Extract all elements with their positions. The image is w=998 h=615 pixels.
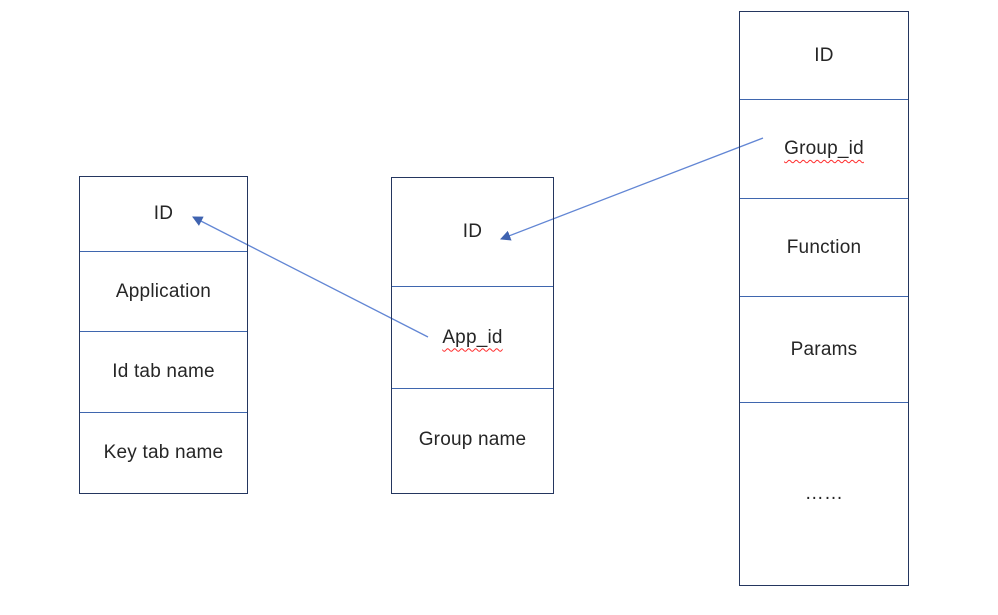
table-cell-id: ID xyxy=(392,178,553,286)
table-function: ID Group_id Function Params …… xyxy=(739,11,909,586)
table-cell-params: Params xyxy=(740,296,908,402)
cell-label: ID xyxy=(462,221,483,242)
table-cell-group-id: Group_id xyxy=(740,99,908,198)
cell-label: ID xyxy=(153,203,174,224)
table-application: ID Application Id tab name Key tab name xyxy=(79,176,248,494)
cell-label: Params xyxy=(790,338,858,360)
table-cell-id: ID xyxy=(80,177,247,251)
table-cell-id-tab-name: Id tab name xyxy=(80,331,247,412)
cell-label: Group name xyxy=(418,428,527,450)
cell-label: …… xyxy=(804,482,844,504)
cell-label: Key tab name xyxy=(103,441,224,463)
table-cell-app-id: App_id xyxy=(392,286,553,388)
cell-label: Id tab name xyxy=(112,361,215,382)
table-group: ID App_id Group name xyxy=(391,177,554,494)
table-cell-key-tab-name: Key tab name xyxy=(80,412,247,492)
table-cell-group-name: Group name xyxy=(392,388,553,490)
cell-label: Function xyxy=(786,236,862,258)
table-cell-application: Application xyxy=(80,251,247,331)
table-cell-id: ID xyxy=(740,12,908,99)
table-cell-ellipsis: …… xyxy=(740,402,908,584)
cell-label: Application xyxy=(115,280,212,302)
cell-label: ID xyxy=(814,44,834,66)
cell-label-misspelled: App_id xyxy=(442,326,503,348)
table-cell-function: Function xyxy=(740,198,908,296)
cell-label-misspelled: Group_id xyxy=(784,138,864,159)
